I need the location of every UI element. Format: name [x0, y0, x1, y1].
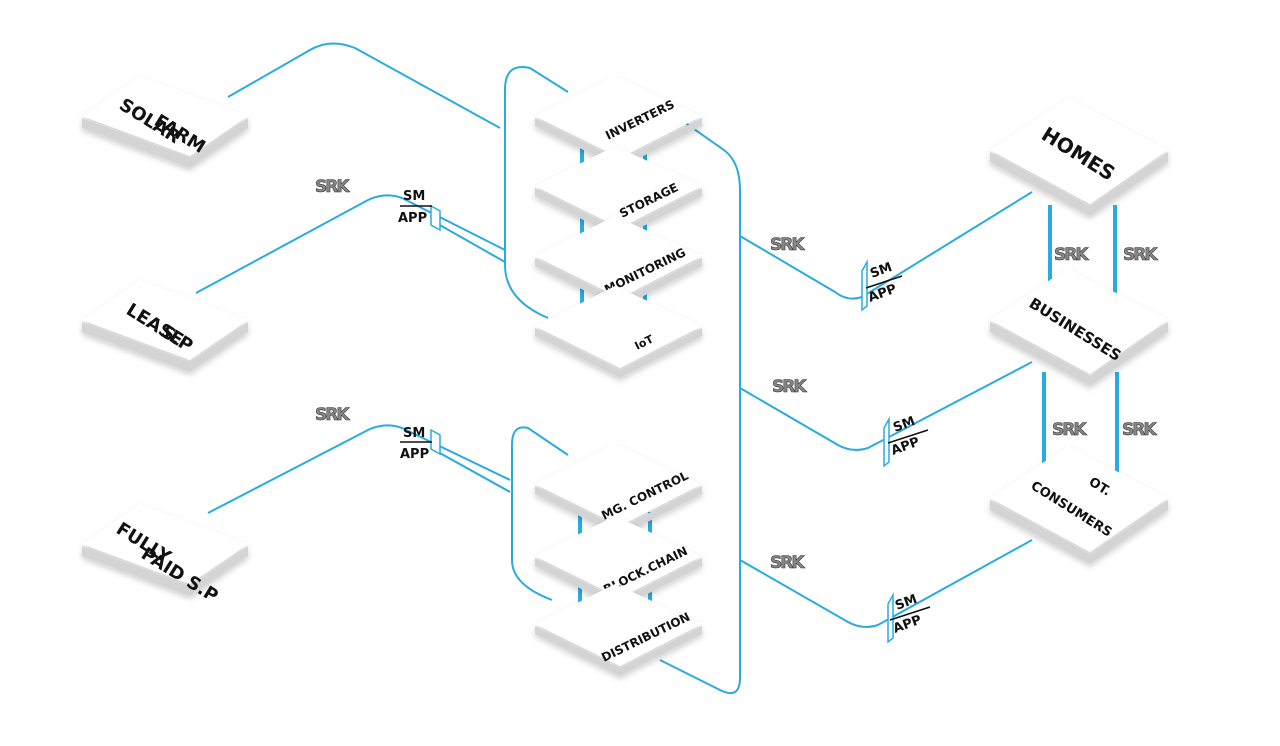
svg-text:SM: SM	[868, 260, 894, 282]
tile-solar-farm	[82, 76, 248, 168]
tile-fully-paid	[82, 504, 248, 596]
svg-text:SM: SM	[403, 426, 425, 441]
srk-label-paid: SRK	[315, 405, 350, 425]
srk-label-lease: SRK	[315, 177, 350, 197]
wire-paid-lower	[437, 451, 511, 493]
svg-text:APP: APP	[866, 282, 898, 306]
tile-monitoring	[535, 216, 702, 308]
srk-label-businesses-link: SRK	[772, 377, 807, 397]
tile-lease	[82, 280, 248, 372]
srk-label-consumers-link: SRK	[770, 553, 805, 573]
wire-lease-lower	[437, 223, 506, 263]
tile-ot-consumers	[990, 446, 1168, 564]
tile-iot	[535, 286, 702, 378]
sm-app-badge-homes: SM APP	[861, 259, 903, 312]
tile-homes	[990, 98, 1168, 216]
sm-app-badge-businesses: SM APP	[883, 414, 929, 468]
wire-bus-to-consumers	[739, 539, 1033, 628]
wire-solar-to-inverters	[227, 42, 501, 129]
tile-businesses	[990, 268, 1168, 386]
svg-text:SM: SM	[891, 414, 917, 436]
svg-text:SM: SM	[893, 592, 919, 614]
srk-label-businesses-right: SRK	[1122, 420, 1157, 440]
srk-label-homes-left: SRK	[1054, 245, 1089, 265]
wire-bus-to-businesses	[739, 361, 1033, 451]
sm-app-badge-paid: SM APP	[400, 426, 441, 462]
svg-text:APP: APP	[398, 211, 427, 226]
srk-label-homes-right: SRK	[1123, 245, 1158, 265]
wire-lease-upper	[195, 194, 506, 294]
bottom-stack-bracket	[511, 426, 569, 601]
top-stack-bracket	[504, 66, 569, 319]
tile-inverters	[535, 76, 702, 168]
svg-text:APP: APP	[891, 613, 923, 637]
svg-text:SM: SM	[403, 189, 425, 204]
tile-distribution	[535, 584, 702, 676]
svg-text:APP: APP	[889, 435, 921, 459]
tile-storage	[535, 146, 702, 238]
tile-block-chain	[535, 516, 702, 608]
sm-app-badge-lease: SM APP	[398, 189, 441, 232]
srk-label-businesses-left: SRK	[1052, 420, 1087, 440]
wire-paid-upper	[207, 424, 511, 514]
svg-text:APP: APP	[400, 447, 429, 462]
wire-right-bus	[659, 121, 741, 694]
srk-label-homes-link: SRK	[770, 235, 805, 255]
tile-mg-control	[535, 444, 702, 536]
